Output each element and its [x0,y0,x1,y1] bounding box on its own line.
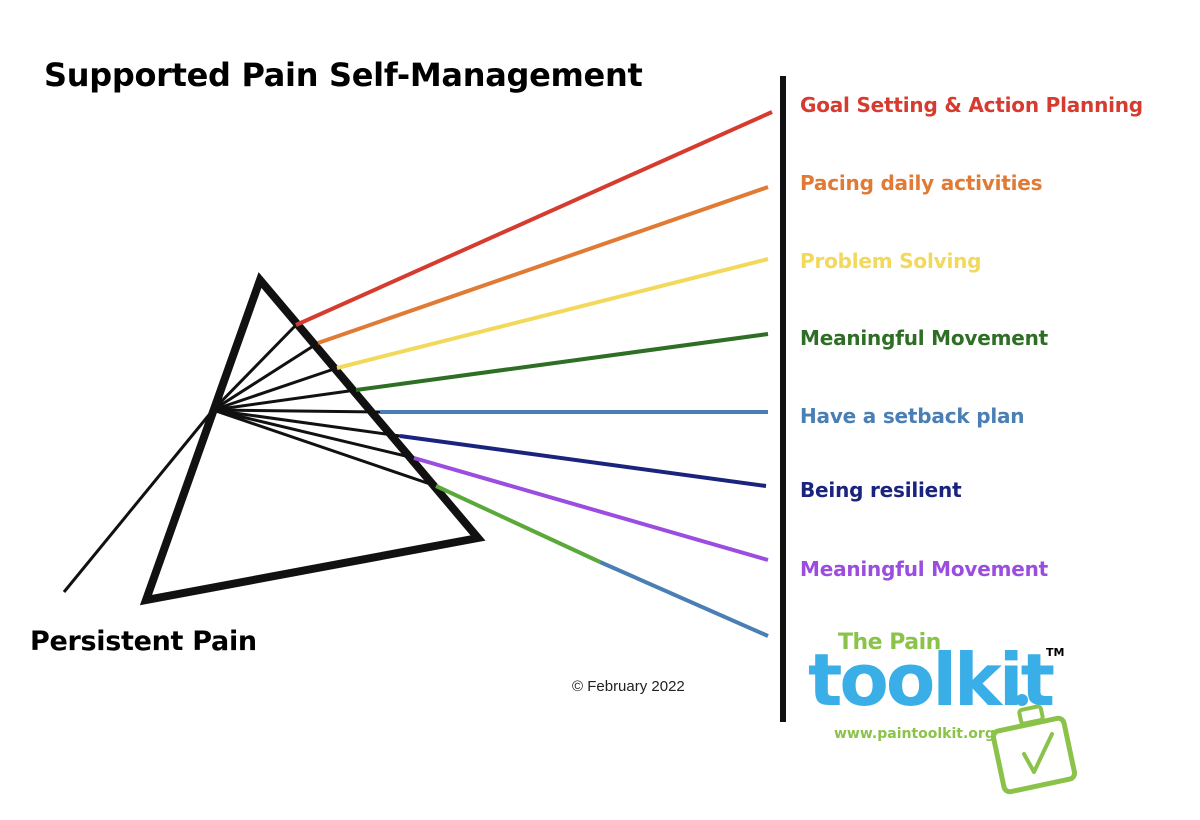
inner-rays [211,323,437,488]
outer-ray-8-green [435,484,601,564]
inner-ray-8 [212,408,437,488]
copyright-text: © February 2022 [572,678,685,695]
logo-main-text: toolkit [808,638,1055,722]
outer-ray-1 [295,110,773,327]
ray-label-3: Problem Solving [800,249,982,273]
inner-ray-5 [212,408,381,414]
inner-ray-4 [212,388,357,412]
logo-top-text: The Pain [838,630,941,655]
prism-triangle [139,272,486,606]
ray-label-1: Goal Setting & Action Planning [800,93,1143,117]
ray-label-4: Meaningful Movement [800,326,1049,350]
outer-ray-7 [413,456,769,562]
ray-label-7: Meaningful Movement [800,557,1049,581]
inner-ray-3 [212,366,338,412]
outer-ray-8-blue [599,560,769,638]
page-title: Supported Pain Self-Management [44,56,643,94]
ray-label-6: Being resilient [800,478,962,502]
source-label: Persistent Pain [30,626,257,657]
outer-ray-4 [355,332,769,392]
ray-label-5: Have a setback plan [800,404,1025,428]
outer-rays [295,110,773,638]
inner-ray-1 [211,323,298,412]
incoming-beam [62,409,215,593]
inner-ray-6 [212,408,401,438]
logo-url: www.paintoolkit.org [834,726,995,742]
inner-ray-2 [212,341,319,412]
outer-ray-3 [336,257,769,370]
clipboard-icon [990,694,1078,795]
outer-ray-2 [317,185,769,345]
logo-trademark: TM [1046,646,1065,659]
ray-label-2: Pacing daily activities [800,171,1043,195]
outer-ray-6 [399,434,767,488]
inner-ray-7 [212,408,415,460]
